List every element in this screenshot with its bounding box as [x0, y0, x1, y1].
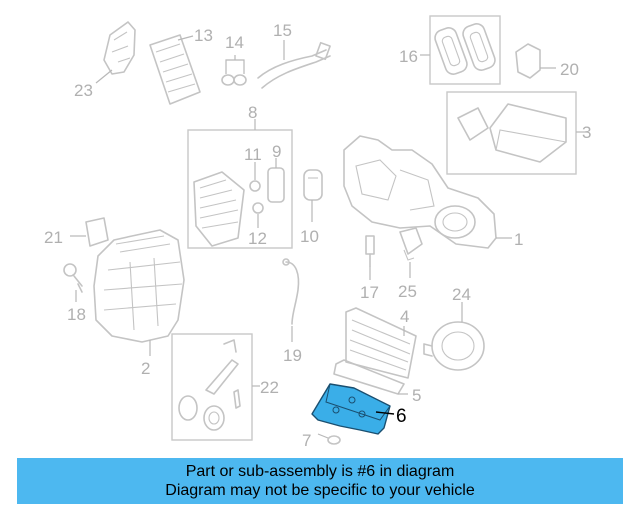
part-14-o-rings: 14: [221, 33, 247, 86]
callout-1[interactable]: 1: [514, 230, 523, 249]
callout-15[interactable]: 15: [273, 21, 292, 40]
part-10-valve: 10: [300, 169, 323, 246]
callout-3[interactable]: 3: [582, 123, 591, 142]
callout-9[interactable]: 9: [272, 142, 281, 161]
part-20-clip: 20: [515, 43, 579, 79]
callout-11[interactable]: 11: [244, 145, 262, 164]
callout-17[interactable]: 17: [360, 283, 379, 302]
part-7-grommet: 7: [302, 431, 341, 450]
banner-line-2: Diagram may not be specific to your vehi…: [165, 482, 475, 499]
part-6-highlighted[interactable]: 6: [311, 383, 407, 435]
callout-23[interactable]: 23: [74, 81, 93, 100]
callout-20[interactable]: 20: [560, 60, 579, 79]
part-23-bracket: 23: [74, 21, 136, 100]
part-24-blower: 24: [423, 285, 485, 371]
part-19-hose: 19: [282, 258, 302, 365]
callout-10[interactable]: 10: [300, 227, 319, 246]
part-3-duct: 3: [446, 91, 591, 175]
part-22-assembly-box: 22: [171, 333, 279, 441]
info-banner: Part or sub-assembly is #6 in diagram Di…: [17, 458, 623, 504]
part-2-case: 2: [93, 229, 185, 378]
callout-25[interactable]: 25: [398, 282, 417, 301]
part-4-filter: 4: [345, 307, 417, 379]
callout-8[interactable]: 8: [248, 103, 257, 122]
callout-16[interactable]: 16: [399, 47, 418, 66]
part-8-assembly-box: 8 9 11 12: [187, 103, 293, 249]
part-5-cover: 5: [333, 359, 421, 405]
part-25-connector: 25: [398, 227, 423, 301]
part-18-bulb: 18: [63, 263, 86, 324]
callout-5[interactable]: 5: [412, 386, 421, 405]
part-17-actuator: 17: [360, 235, 379, 302]
callout-7[interactable]: 7: [302, 431, 311, 450]
callout-12[interactable]: 12: [248, 229, 267, 248]
callout-2[interactable]: 2: [141, 359, 150, 378]
part-13-core: 13: [149, 26, 213, 105]
callout-4[interactable]: 4: [400, 307, 409, 326]
part-1-hvac-case: 1: [343, 135, 523, 249]
part-6-body[interactable]: [311, 383, 391, 435]
callout-21[interactable]: 21: [44, 228, 63, 247]
callout-19[interactable]: 19: [283, 346, 302, 365]
part-21-sensor: 21: [44, 217, 109, 247]
banner-line-1: Part or sub-assembly is #6 in diagram: [185, 463, 455, 480]
callout-18[interactable]: 18: [67, 305, 86, 324]
part-15-pipe: 15: [257, 21, 331, 89]
callout-13[interactable]: 13: [194, 26, 213, 45]
callout-24[interactable]: 24: [452, 285, 471, 304]
callout-14[interactable]: 14: [225, 33, 244, 52]
callout-6[interactable]: 6: [396, 406, 407, 427]
parts-diagram: 23 13 14 15 16 20: [44, 15, 591, 450]
callout-22[interactable]: 22: [260, 378, 279, 397]
part-16-seals: 16: [399, 15, 501, 85]
